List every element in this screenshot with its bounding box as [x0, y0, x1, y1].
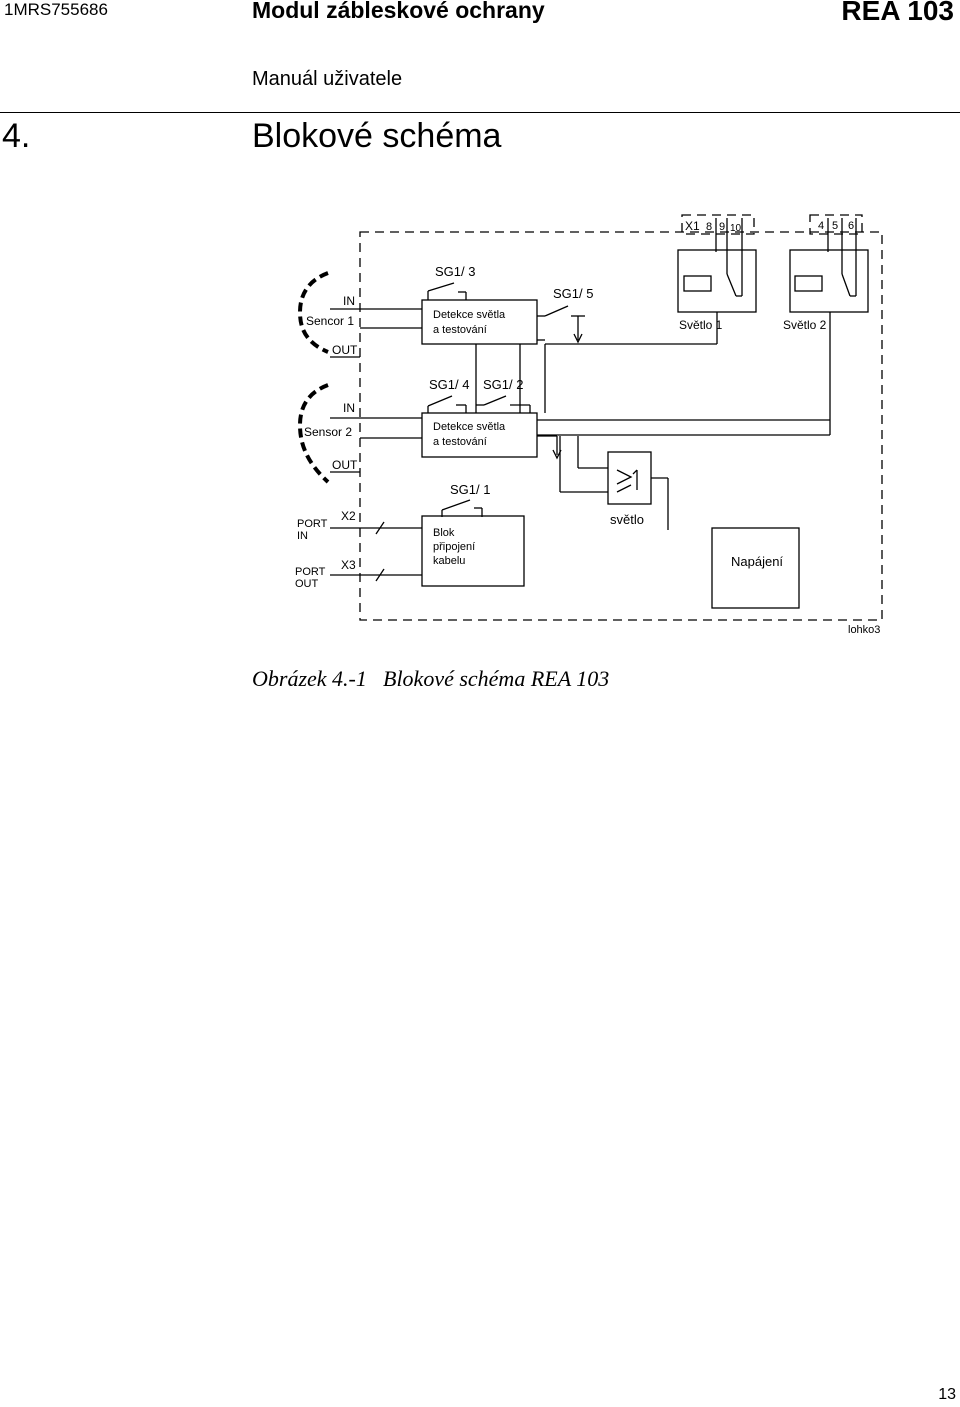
- document-code: 1MRS755686: [4, 0, 108, 19]
- light-relay-1-label: Světlo 1: [679, 318, 723, 332]
- cable-connection-block: [421, 515, 525, 587]
- switch-sg1-2-label: SG1/ 2: [483, 377, 523, 392]
- sensor1-out-label: OUT: [332, 343, 358, 357]
- section-number: 4.: [2, 117, 31, 155]
- detection-block-2-line1: Detekce světla: [433, 421, 506, 433]
- sensor1-in-label: IN: [343, 294, 355, 308]
- terminal-x1-label: X1: [685, 219, 700, 233]
- light-relay-2-label: Světlo 2: [783, 318, 827, 332]
- sensor1-label: Sencor 1: [306, 314, 354, 328]
- terminal-strip-b: [809, 214, 863, 235]
- light-relay-2: [789, 249, 869, 313]
- cable-block-line1: Blok: [433, 527, 455, 539]
- relay-coil-2: [794, 275, 823, 292]
- sensor2-fiber-loop: [297, 383, 330, 484]
- figure-caption-number: Obrázek 4.-1: [252, 666, 367, 691]
- cable-block-line3: kabelu: [433, 555, 465, 567]
- switch-sg1-3-label: SG1/ 3: [435, 264, 475, 279]
- detection-block-1: [421, 299, 538, 345]
- cable-block-line2: připojení: [433, 541, 475, 553]
- section-title: Blokové schéma: [252, 117, 502, 155]
- header-rule: [0, 112, 960, 113]
- power-supply-label: Napájení: [731, 554, 783, 569]
- connector-x2-label: X2: [341, 509, 356, 523]
- port-out-line1: PORT: [295, 566, 326, 578]
- terminal-strip-x1: [681, 214, 755, 235]
- sensor2-out-label: OUT: [332, 458, 358, 472]
- product-name: REA 103: [841, 0, 954, 26]
- connector-x3-label: X3: [341, 558, 356, 572]
- terminal-pin: 10: [730, 223, 742, 234]
- terminal-pin: 4: [818, 220, 824, 232]
- port-in-line2: IN: [297, 530, 308, 542]
- switch-sg1-4-label: SG1/ 4: [429, 377, 469, 392]
- document-title: Modul zábleskové ochrany: [252, 0, 545, 23]
- relay-coil-1: [683, 275, 712, 292]
- figure-caption-text: Blokové schéma REA 103: [383, 666, 610, 691]
- page-number: 13: [938, 1386, 956, 1403]
- switch-sg1-1-label: SG1/ 1: [450, 482, 490, 497]
- terminal-pin: 5: [832, 220, 838, 232]
- power-supply-block: [711, 527, 800, 609]
- document-subtitle: Manuál uživatele: [252, 68, 403, 90]
- sensor2-label: Sensor 2: [304, 425, 352, 439]
- light-relay-1: [677, 249, 757, 313]
- detection-block-2: [421, 412, 538, 458]
- sensor1-fiber-loop: [297, 271, 329, 354]
- detection-block-2-line2: a testování: [433, 436, 487, 448]
- terminal-pin: 8: [706, 221, 712, 233]
- sensor2-in-label: IN: [343, 401, 355, 415]
- port-in-line1: PORT: [297, 518, 328, 530]
- detection-block-1-line2: a testování: [433, 324, 487, 336]
- device-enclosure: [359, 231, 883, 621]
- block-diagram: X1 8 9 10 4 5 6 IN Sencor 1 OUT IN Senso…: [295, 214, 883, 636]
- port-out-line2: OUT: [295, 578, 319, 590]
- terminal-pin: 9: [719, 221, 725, 233]
- figure-id: lohko3: [848, 624, 880, 636]
- detection-block-1-line1: Detekce světla: [433, 309, 506, 321]
- switch-sg1-5-label: SG1/ 5: [553, 286, 593, 301]
- terminal-pin: 6: [848, 220, 854, 232]
- or-gate-output-label: světlo: [610, 512, 644, 527]
